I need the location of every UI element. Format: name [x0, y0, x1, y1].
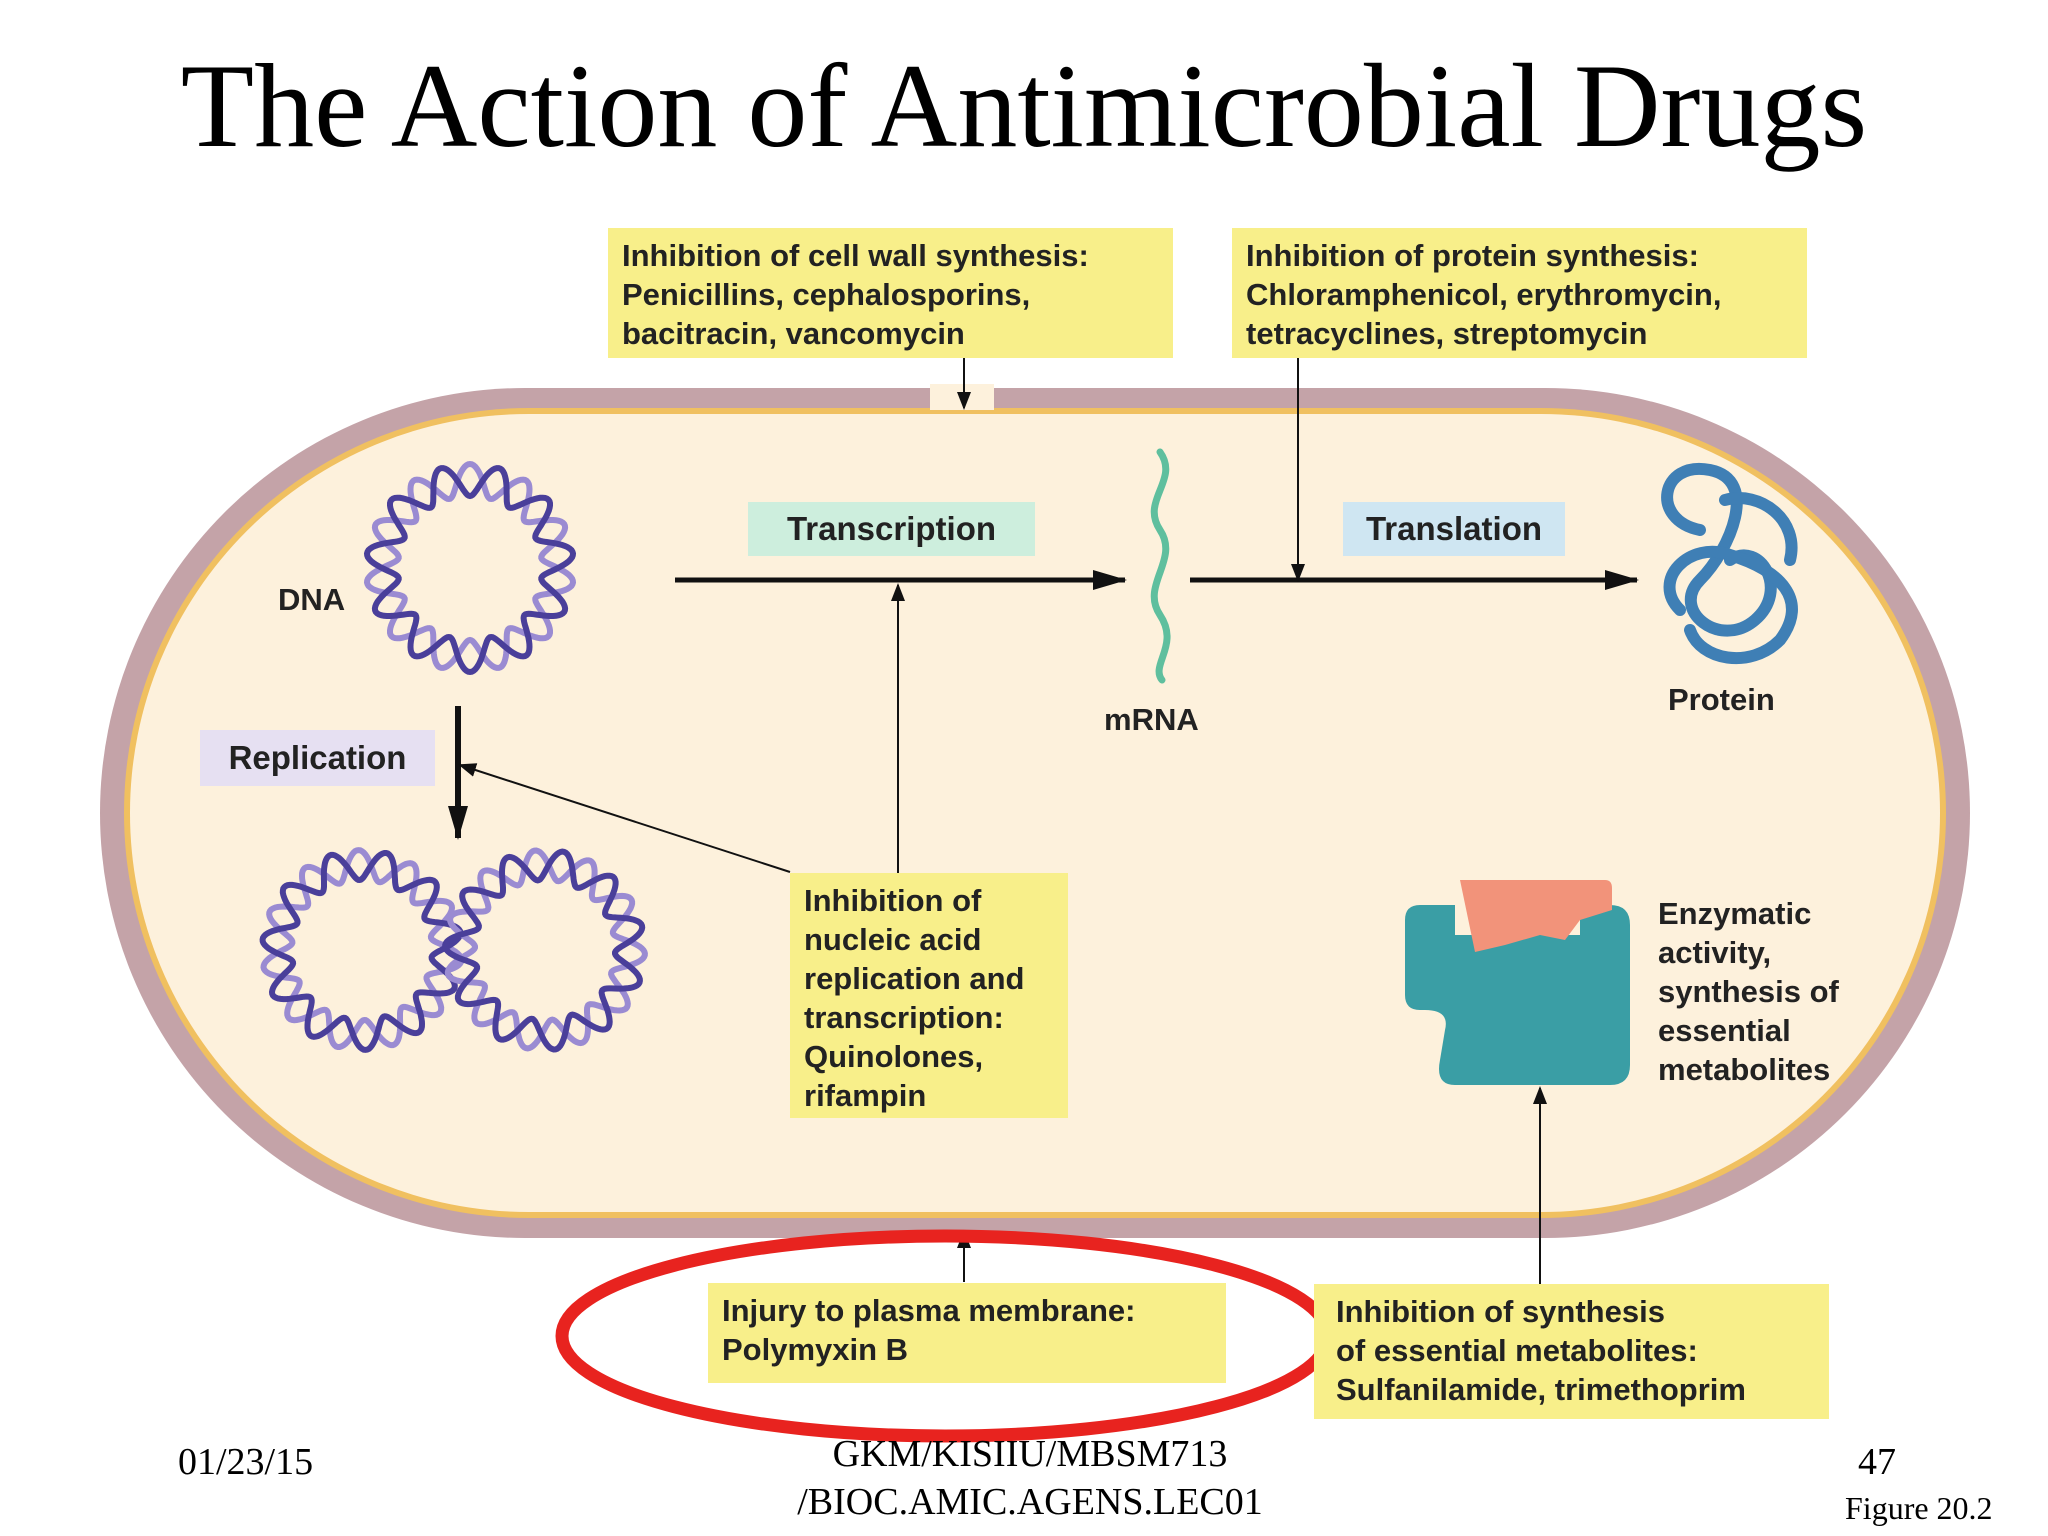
enzyme-label-line-2: activity,	[1658, 935, 1772, 970]
mrna-icon	[1150, 448, 1171, 684]
protein-box-line-3: tetracyclines, streptomycin	[1246, 316, 1648, 351]
cell-wall-synthesis-box: Inhibition of cell wall synthesis: Penic…	[608, 228, 1173, 358]
metabolites-box-line-3: Sulfanilamide, trimethoprim	[1336, 1372, 1746, 1407]
footer-figure-label: Figure 20.2	[1845, 1490, 1993, 1526]
replicated-dna-left-icon	[259, 847, 465, 1053]
enzyme-label-line-5: metabolites	[1658, 1052, 1831, 1087]
protein-box-line-1: Inhibition of protein synthesis:	[1246, 238, 1699, 273]
enzyme-label-line-3: synthesis of	[1658, 974, 1839, 1009]
footer-page-number: 47	[1858, 1441, 1896, 1483]
substrate-icon	[1460, 880, 1612, 952]
cell-wall-box-line-1: Inhibition of cell wall synthesis:	[622, 238, 1089, 273]
essential-metabolites-box: Inhibition of synthesis of essential met…	[1314, 1284, 1829, 1419]
footer-date: 01/23/15	[178, 1441, 314, 1483]
dna-circle-icon	[363, 460, 577, 676]
nucleic-box-line-1: Inhibition of	[804, 883, 982, 918]
cell-wall-gap	[930, 384, 994, 410]
protein-label: Protein	[1668, 682, 1775, 717]
plasma-membrane-box: Injury to plasma membrane: Polymyxin B	[708, 1283, 1226, 1383]
protein-icon	[1661, 462, 1798, 665]
membrane-box-line-1: Injury to plasma membrane:	[722, 1293, 1136, 1328]
cell-wall-box-line-3: bacitracin, vancomycin	[622, 316, 965, 351]
nucleic-box-line-6: rifampin	[804, 1078, 927, 1113]
footer-course-line-2: /BIOC.AMIC.AGENS.LEC01	[797, 1481, 1263, 1523]
transcription-tag: Transcription	[748, 502, 1035, 556]
mrna-label: mRNA	[1104, 702, 1199, 737]
replication-tag: Replication	[200, 730, 435, 786]
translation-tag: Translation	[1343, 502, 1565, 556]
dna-label: DNA	[278, 582, 346, 617]
footer-course-line-1: GKM/KISIIU/MBSM713	[832, 1433, 1228, 1475]
protein-box-line-2: Chloramphenicol, erythromycin,	[1246, 277, 1722, 312]
membrane-box-line-2: Polymyxin B	[722, 1332, 909, 1367]
enzyme-icon	[1405, 905, 1630, 1085]
footer-course: GKM/KISIIU/MBSM713 /BIOC.AMIC.AGENS.LEC0…	[660, 1430, 1400, 1526]
nucleic-acid-box: Inhibition of nucleic acid replication a…	[790, 873, 1068, 1118]
enzyme-label-line-1: Enzymatic	[1658, 896, 1812, 931]
metabolites-box-line-2: of essential metabolites:	[1336, 1333, 1698, 1368]
nucleic-box-line-5: Quinolones,	[804, 1039, 984, 1074]
nucleic-box-line-4: transcription:	[804, 1000, 1004, 1035]
enzyme-label-line-4: essential	[1658, 1013, 1791, 1048]
nucleic-box-line-2: nucleic acid	[804, 922, 982, 957]
enzyme-label: Enzymatic activity, synthesis of essenti…	[1658, 894, 1839, 1089]
protein-synthesis-box: Inhibition of protein synthesis: Chloram…	[1232, 228, 1807, 358]
replicated-dna-right-icon	[442, 847, 648, 1053]
metabolites-box-line-1: Inhibition of synthesis	[1336, 1294, 1665, 1329]
nucleic-box-line-3: replication and	[804, 961, 1025, 996]
slide-title: The Action of Antimicrobial Drugs	[180, 39, 1868, 172]
cell-wall-box-line-2: Penicillins, cephalosporins,	[622, 277, 1031, 312]
nucleic-acid-to-replication-pointer	[458, 763, 791, 873]
